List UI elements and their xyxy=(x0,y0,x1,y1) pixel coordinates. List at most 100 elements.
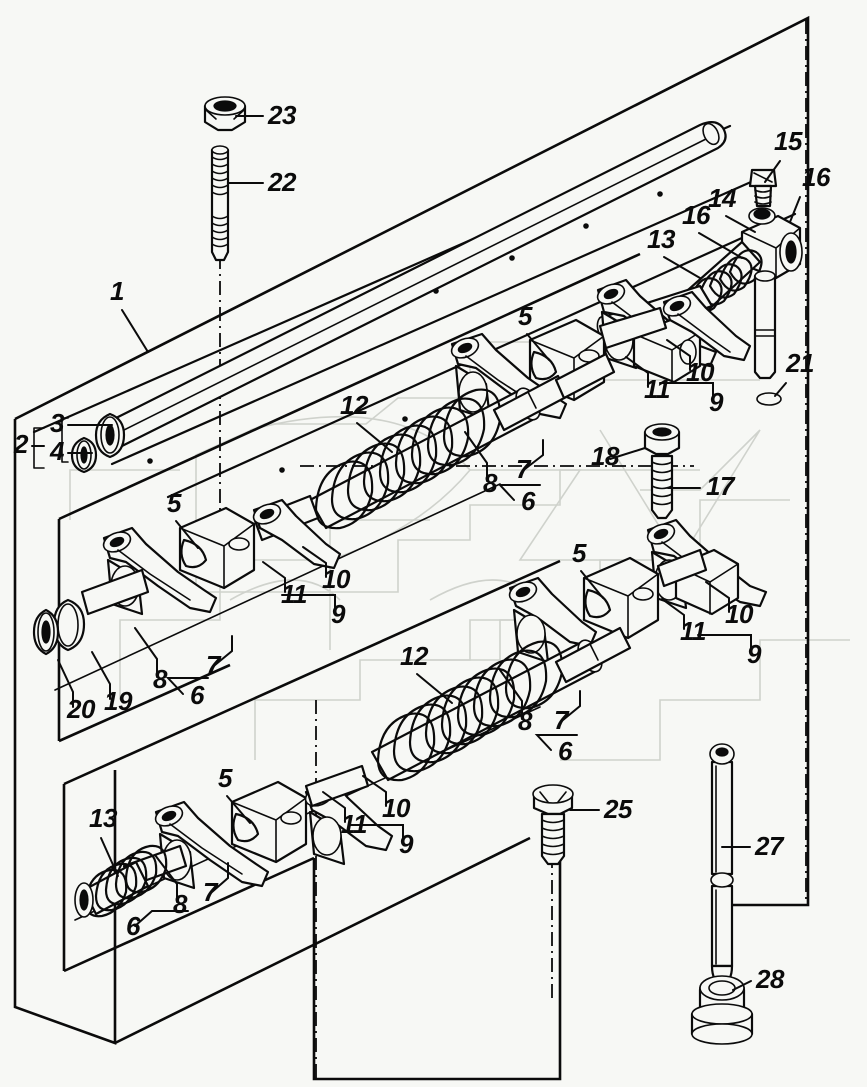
callout-number: 12 xyxy=(340,390,369,420)
callout-number: 16 xyxy=(682,200,711,230)
callout-number: 10 xyxy=(322,564,351,594)
part-stud-22 xyxy=(210,145,230,262)
leader-line xyxy=(175,520,199,549)
callout-7: 7 xyxy=(206,635,233,680)
callout-11: 11 xyxy=(625,356,671,404)
callout-number: 18 xyxy=(591,441,620,471)
leader-line xyxy=(534,734,578,751)
leader-line xyxy=(562,690,581,721)
callout-number: 7 xyxy=(203,877,219,907)
callout-number: 25 xyxy=(603,794,633,824)
callout-15: 15 xyxy=(764,126,803,183)
part-nut-23 xyxy=(203,96,247,132)
part-spring-12-upper xyxy=(308,352,616,530)
callout-9: 9 xyxy=(349,824,415,859)
callout-22: 22 xyxy=(227,167,297,197)
callout-5: 5 xyxy=(218,763,251,824)
callout-number: 27 xyxy=(754,831,785,861)
callout-number: 4 xyxy=(49,436,65,466)
callout-6: 6 xyxy=(126,910,189,941)
leader-line xyxy=(302,546,327,578)
callout-11: 11 xyxy=(262,561,308,609)
part-bolt-25 xyxy=(532,784,574,866)
callout-number: 15 xyxy=(774,126,803,156)
leader-line xyxy=(661,598,685,630)
callout-20: 20 xyxy=(57,659,96,724)
callout-5: 5 xyxy=(167,488,199,549)
callout-7: 7 xyxy=(554,690,581,735)
callout-number: 23 xyxy=(267,100,297,130)
callout-4: 4 xyxy=(49,436,93,466)
callout-number: 11 xyxy=(680,616,706,646)
callout-number: 6 xyxy=(126,911,141,941)
leader-line xyxy=(165,677,209,695)
callout-12: 12 xyxy=(340,390,393,453)
leader-line xyxy=(134,627,158,678)
callout-9: 9 xyxy=(659,382,725,417)
callout-16: 16 xyxy=(682,200,743,259)
leader-line xyxy=(659,382,714,401)
callout-6: 6 xyxy=(534,734,578,766)
leader-line xyxy=(214,635,233,666)
leader-line xyxy=(362,775,387,807)
callout-number: 7 xyxy=(206,650,222,680)
callout-number: 7 xyxy=(516,454,532,484)
callout-number: 9 xyxy=(399,829,414,859)
leader-line xyxy=(121,309,149,353)
callout-25: 25 xyxy=(569,794,633,824)
leader-line xyxy=(262,561,286,593)
callout-number: 7 xyxy=(554,705,570,735)
callout-number: 8 xyxy=(483,468,498,498)
leader-line xyxy=(666,339,691,371)
callout-number: 20 xyxy=(66,694,96,724)
callout-5: 5 xyxy=(518,301,550,361)
callout-11: 11 xyxy=(322,791,368,839)
leader-line xyxy=(725,215,756,233)
callout-10: 10 xyxy=(705,581,754,629)
part-spring-13-lower xyxy=(74,844,168,918)
callout-number: 11 xyxy=(341,809,367,839)
callout-number: 8 xyxy=(518,706,533,736)
leader-line xyxy=(789,196,801,223)
callout-number: 14 xyxy=(708,183,737,213)
callout-number: 6 xyxy=(558,736,573,766)
callout-12: 12 xyxy=(400,641,453,704)
callout-21: 21 xyxy=(774,348,814,397)
callout-number: 28 xyxy=(755,964,785,994)
assembly-middle-right xyxy=(508,423,768,664)
callout-number: 5 xyxy=(167,488,182,518)
callout-number: 8 xyxy=(153,664,168,694)
callout-layer: 1234555566667777888899991010101011111111… xyxy=(13,100,831,994)
callout-27: 27 xyxy=(721,831,785,861)
leader-line xyxy=(57,659,74,708)
leader-line xyxy=(349,824,404,843)
callout-number: 5 xyxy=(218,763,233,793)
callout-7: 7 xyxy=(203,862,229,907)
callout-number: 2 xyxy=(13,429,29,459)
part-pushrod-27 xyxy=(709,743,735,986)
callout-28: 28 xyxy=(732,964,785,994)
callout-16: 16 xyxy=(789,162,831,223)
leader-line xyxy=(705,581,730,613)
callout-9: 9 xyxy=(281,594,347,629)
callout-number: 10 xyxy=(382,793,411,823)
callout-14: 14 xyxy=(708,183,756,233)
callout-8: 8 xyxy=(134,627,169,694)
leader-line xyxy=(580,570,604,599)
callout-19: 19 xyxy=(91,651,133,716)
callout-number: 13 xyxy=(89,803,118,833)
part-tappet-28 xyxy=(690,975,754,1045)
callout-number: 21 xyxy=(785,348,814,378)
bracket-2-3-4 xyxy=(33,417,69,469)
leader-line xyxy=(497,484,541,501)
leader-line xyxy=(356,422,393,453)
leader-line xyxy=(663,256,701,279)
leader-line xyxy=(134,910,189,927)
callout-number: 9 xyxy=(709,387,724,417)
callout-6: 6 xyxy=(165,677,209,710)
leader-line xyxy=(774,382,787,397)
leader-line xyxy=(698,232,743,259)
leader-line xyxy=(697,634,752,653)
leader-line xyxy=(524,439,544,470)
